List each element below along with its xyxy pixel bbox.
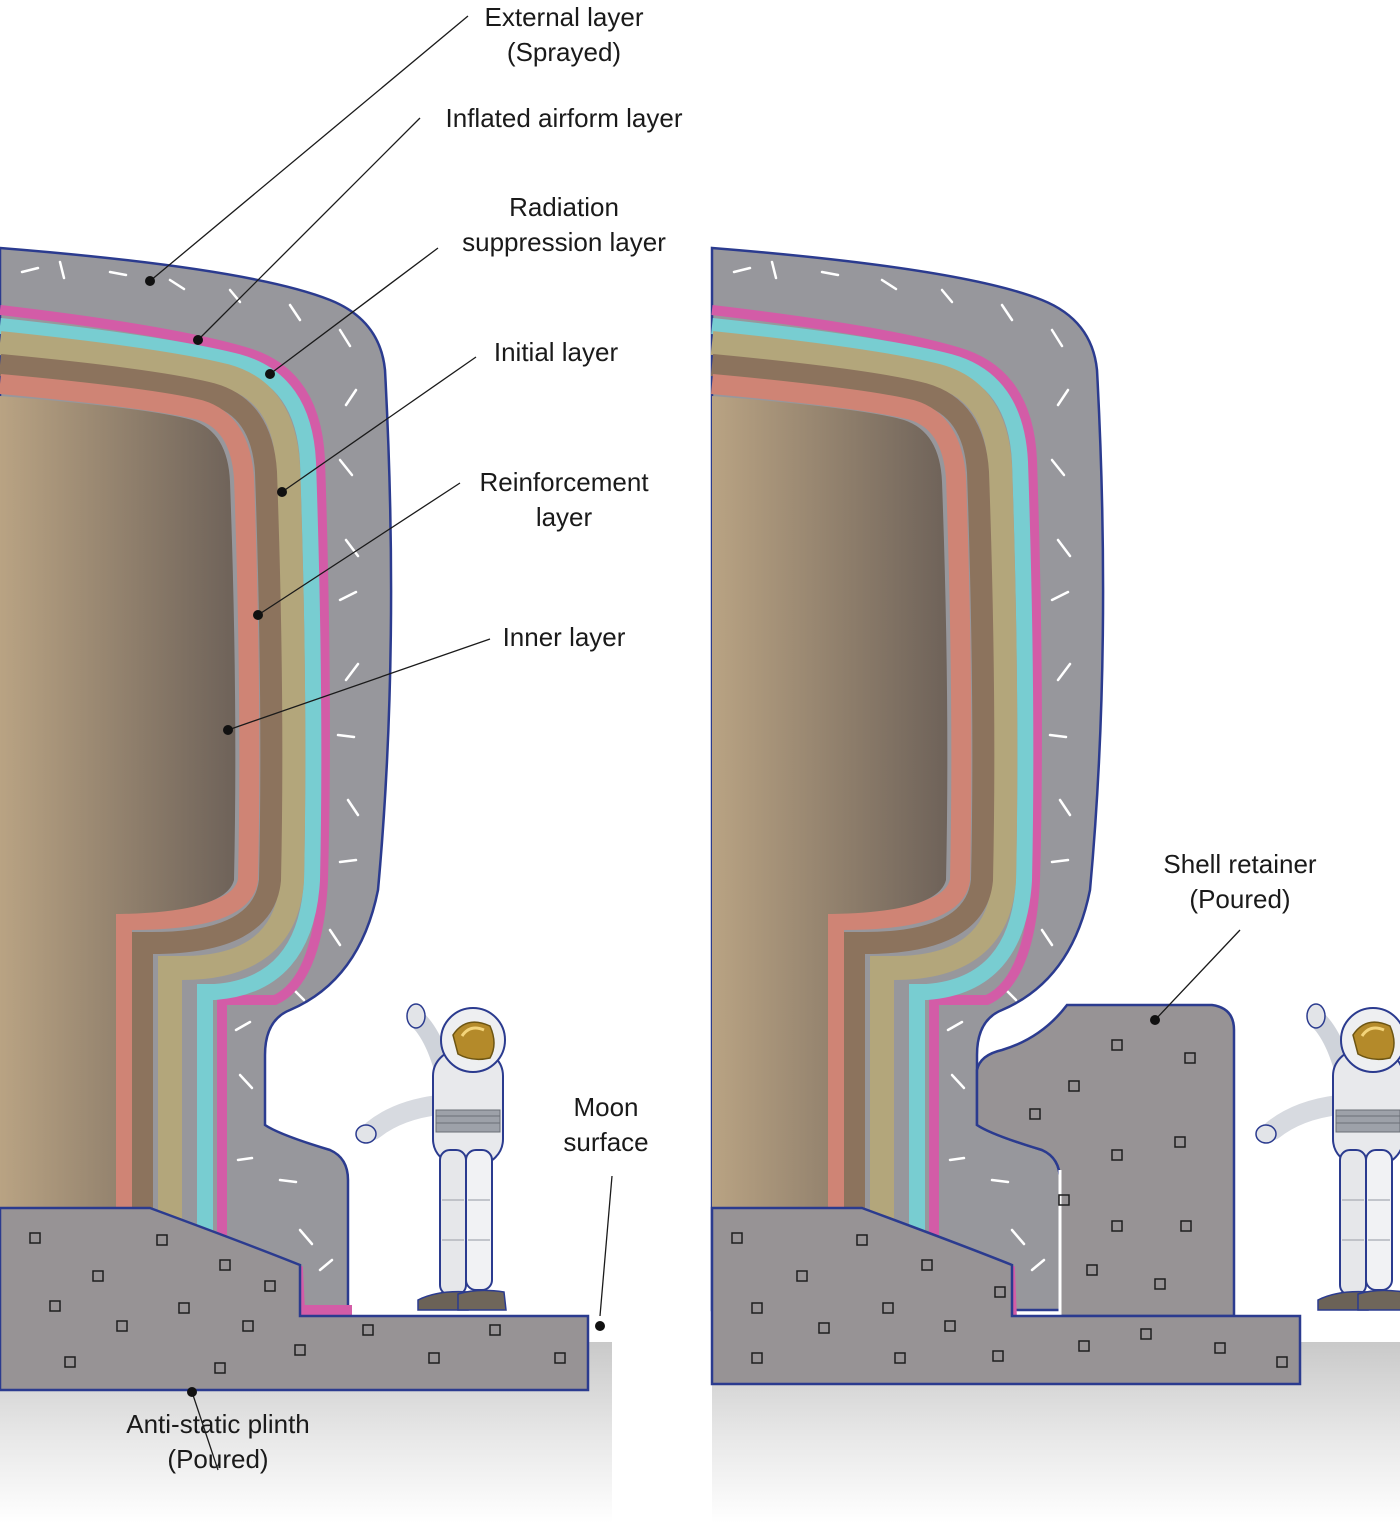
label-radiation-suppression-layer: Radiation suppression layer: [462, 192, 666, 257]
label-shell-retainer: Shell retainer (Poured): [1163, 849, 1317, 914]
label-reinforcement-layer: Reinforcement layer: [479, 467, 649, 532]
leader-dots: [145, 276, 605, 1397]
leader-lines: [149, 15, 613, 1471]
label-external-layer: External layer (Sprayed): [484, 2, 644, 67]
leader-lines: [1154, 929, 1241, 1021]
anti-static-plinth: [0, 1206, 590, 1392]
label-inner-layer: Inner layer: [502, 622, 626, 652]
left-panel: [0, 15, 613, 1523]
label-anti-static-plinth: Anti-static plinth (Poured): [126, 1409, 310, 1474]
label-moon-surface: Moon surface: [563, 1092, 649, 1157]
astronaut-figure: [356, 1004, 506, 1310]
shell-retainer: [975, 1003, 1236, 1318]
label-initial-layer: Initial layer: [493, 337, 619, 367]
astronaut-figure: [1256, 1004, 1400, 1310]
leader-dots: [1150, 1015, 1160, 1025]
anti-static-plinth: [710, 1206, 1302, 1386]
right-panel: [710, 246, 1400, 1523]
label-inflated-airform-layer: Inflated airform layer: [445, 103, 683, 133]
